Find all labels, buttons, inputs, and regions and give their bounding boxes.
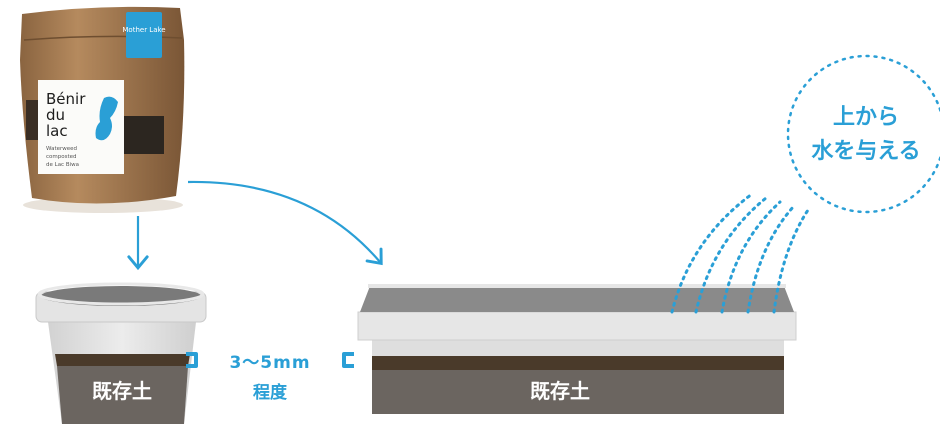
- bag-desc-2: composted: [46, 154, 77, 160]
- planter-compost-layer: [372, 356, 784, 370]
- bracket-left: [186, 352, 198, 368]
- bag-badge-text: Mother Lake: [122, 26, 165, 34]
- bag-desc-1: Waterweed: [46, 146, 77, 152]
- pot-existing-soil: [57, 366, 188, 424]
- planter-rim: [357, 311, 797, 341]
- planter-soil-label: 既存土: [530, 379, 590, 403]
- arrow-to-planter: [187, 180, 383, 266]
- water-stream-5: [772, 208, 810, 314]
- water-streams: [670, 192, 810, 314]
- thickness-qualifier: 程度: [253, 382, 288, 403]
- pot-soil-label: 既存土: [92, 379, 152, 403]
- lake-biwa-icon: [95, 96, 118, 141]
- bag-badge: [126, 12, 162, 58]
- thickness-amount: 3〜5mm: [229, 353, 310, 373]
- planter-box: 既存土: [357, 284, 797, 414]
- bag-window: [124, 116, 164, 154]
- planter-opening: [360, 286, 794, 312]
- bracket-right: [342, 352, 354, 368]
- pot-compost-layer: [55, 354, 190, 366]
- bag-window-left: [26, 100, 38, 140]
- bag-desc-3: de Lac Biwa: [46, 162, 79, 168]
- bag-title-2: du: [46, 106, 65, 124]
- water-stream-2: [694, 196, 768, 314]
- planter-existing-soil: [372, 370, 784, 414]
- bag-title-1: Bénir: [46, 90, 86, 108]
- flow-arrows: [127, 180, 383, 271]
- callout-line-2: 水を与える: [811, 139, 920, 164]
- water-stream-4: [746, 204, 796, 314]
- water-callout: 上から 水を与える: [786, 54, 940, 214]
- callout-line-1: 上から: [833, 105, 899, 130]
- bag-title-3: lac: [46, 122, 68, 140]
- bag-zipper: [23, 35, 183, 41]
- water-stream-3: [720, 200, 782, 314]
- thickness-indicator: 3〜5mm 程度: [186, 352, 354, 403]
- flower-pot: 既存土: [35, 282, 207, 424]
- pot-opening: [41, 286, 201, 306]
- compost-bag: Mother Lake Bénir du lac Waterweed compo…: [20, 6, 185, 213]
- pot-rim-top: [37, 282, 205, 306]
- water-stream-1: [670, 192, 754, 314]
- callout-circle: [786, 54, 940, 214]
